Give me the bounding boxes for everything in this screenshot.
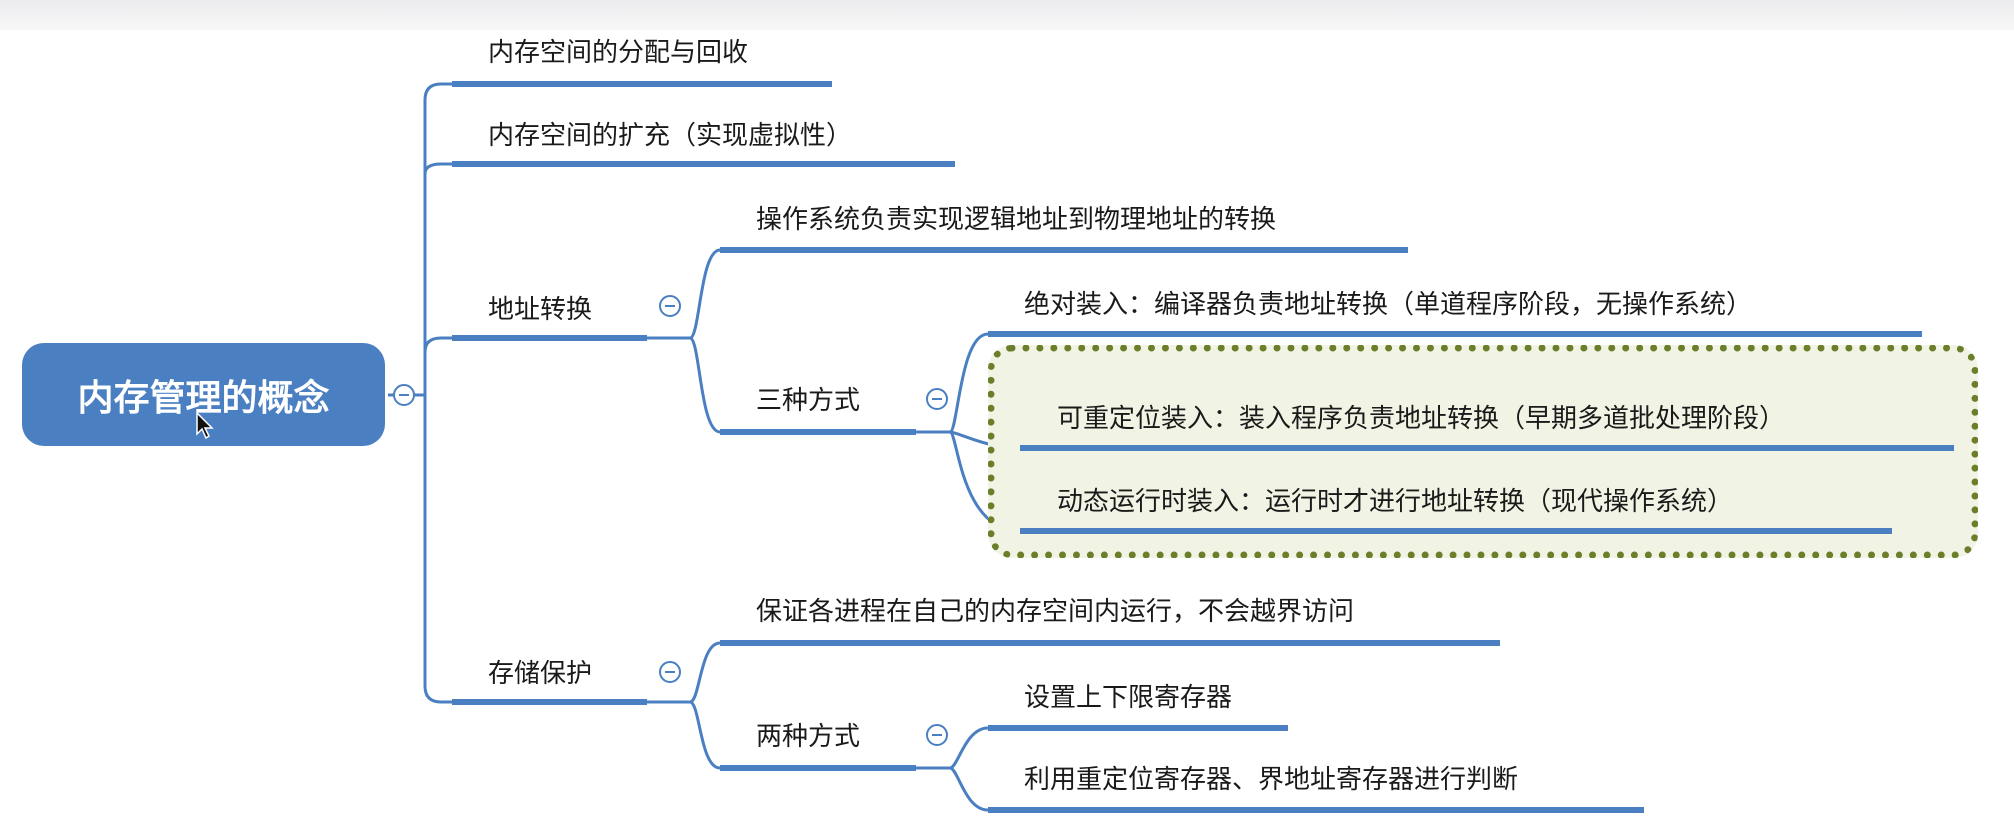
- method-bounds-register-label[interactable]: 设置上下限寄存器: [1024, 683, 1233, 713]
- protect-methods-collapse-icon[interactable]: [926, 724, 948, 746]
- protect-collapse-icon[interactable]: [659, 661, 681, 683]
- method-relocation-register-underline: [988, 807, 1644, 813]
- addr-methods-underline: [720, 429, 916, 435]
- addr-methods-collapse-icon[interactable]: [926, 388, 948, 410]
- addr-collapse-icon[interactable]: [659, 295, 681, 317]
- window-top-bar: [0, 0, 2014, 30]
- branch-expand-underline: [452, 161, 955, 167]
- protect-methods-label[interactable]: 两种方式: [756, 722, 861, 752]
- branch-addr-label[interactable]: 地址转换: [488, 295, 593, 325]
- mouse-cursor-icon: [196, 412, 214, 440]
- root-collapse-icon[interactable]: [393, 384, 415, 406]
- protect-methods-underline: [720, 765, 916, 771]
- branch-alloc-underline: [452, 81, 832, 87]
- method-bounds-register-underline: [988, 725, 1288, 731]
- method-absolute-label[interactable]: 绝对装入：编译器负责地址转换（单道程序阶段，无操作系统）: [1024, 290, 1753, 320]
- method-dynamic-label[interactable]: 动态运行时装入：运行时才进行地址转换（现代操作系统）: [1057, 487, 1734, 517]
- root-node-label: 内存管理的概念: [77, 377, 330, 419]
- branch-alloc-label[interactable]: 内存空间的分配与回收: [488, 38, 749, 68]
- method-relocatable-label[interactable]: 可重定位装入：装入程序负责地址转换（早期多道批处理阶段）: [1057, 404, 1786, 434]
- branch-addr-underline: [452, 335, 647, 341]
- protect-desc-underline: [720, 640, 1500, 646]
- addr-desc-label[interactable]: 操作系统负责实现逻辑地址到物理地址的转换: [756, 205, 1277, 235]
- method-relocation-register-label[interactable]: 利用重定位寄存器、界地址寄存器进行判断: [1024, 765, 1519, 795]
- branch-protect-underline: [452, 699, 647, 705]
- branch-expand-label[interactable]: 内存空间的扩充（实现虚拟性）: [488, 121, 853, 151]
- method-dynamic-underline: [1020, 528, 1892, 534]
- protect-desc-label[interactable]: 保证各进程在自己的内存空间内运行，不会越界访问: [756, 597, 1355, 627]
- method-absolute-underline: [988, 331, 1922, 337]
- addr-desc-underline: [720, 247, 1408, 253]
- addr-methods-label[interactable]: 三种方式: [756, 386, 861, 416]
- highlight-box: [988, 345, 1978, 558]
- method-relocatable-underline: [1020, 445, 1954, 451]
- branch-protect-label[interactable]: 存储保护: [488, 659, 593, 689]
